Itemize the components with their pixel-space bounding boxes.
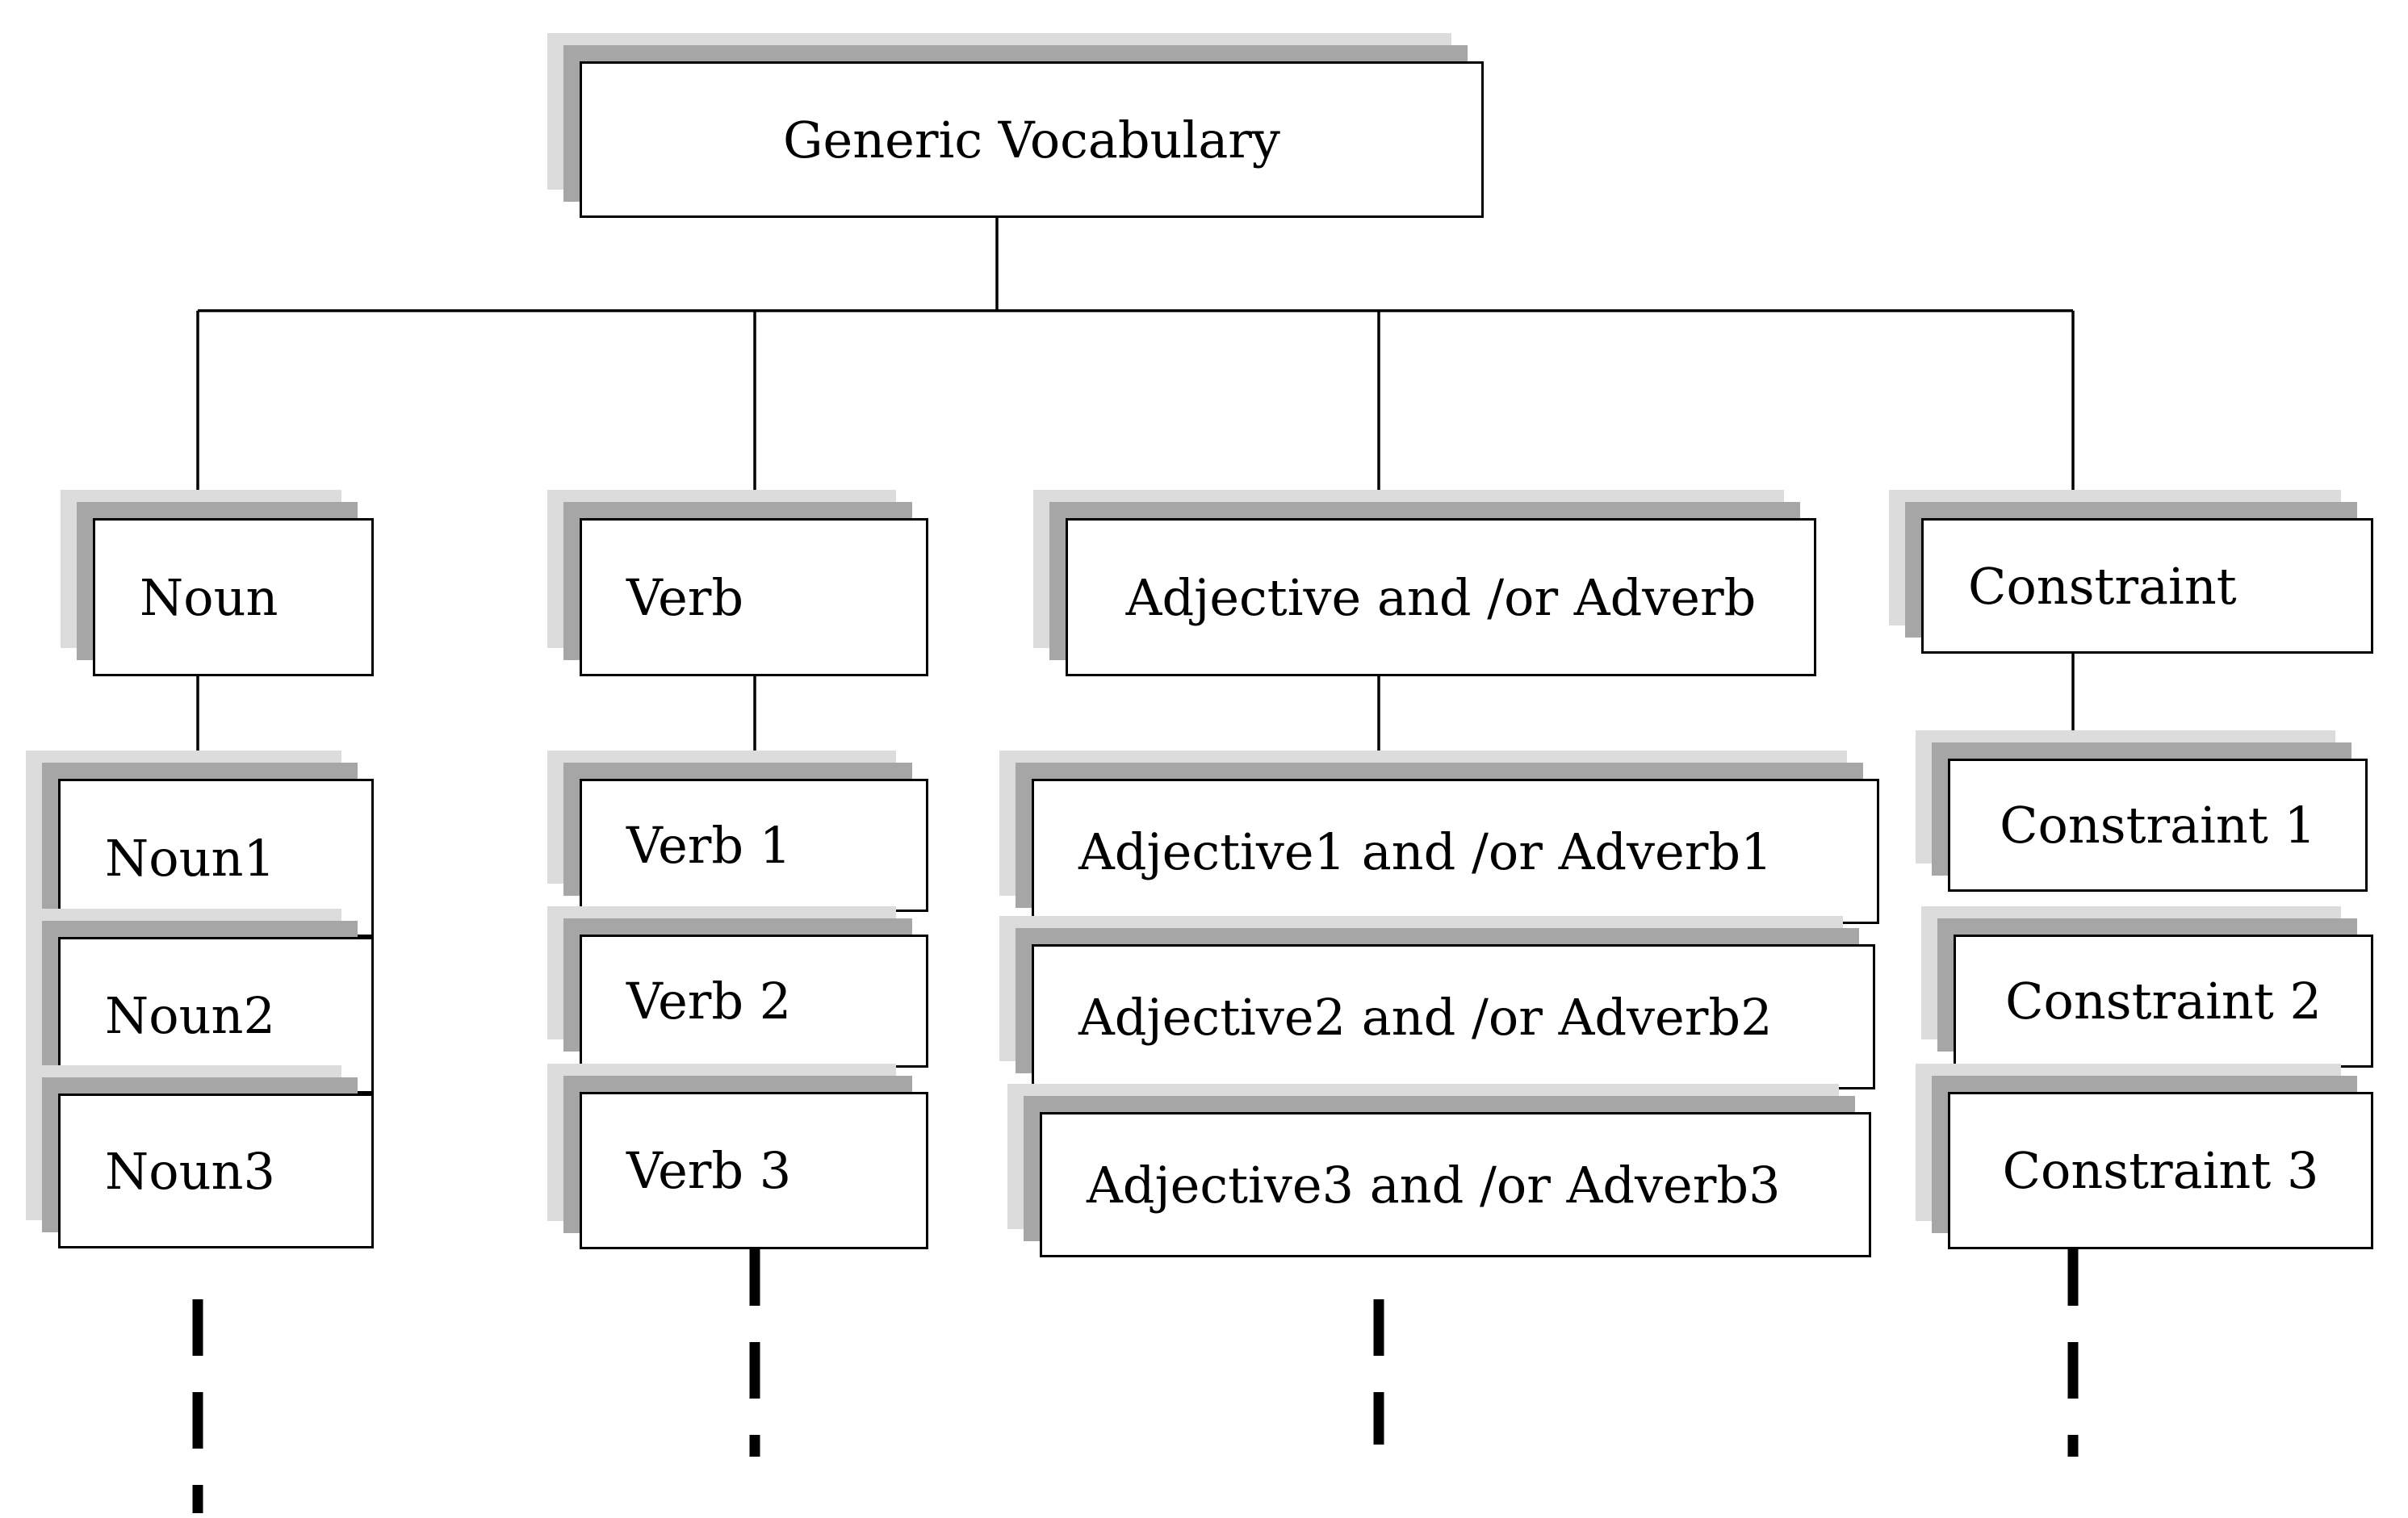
item-label: Constraint 1	[2000, 796, 2316, 855]
item-label: Noun1	[105, 828, 275, 888]
category-label: Noun	[140, 567, 278, 627]
noun-item-2: Noun2	[58, 937, 374, 1094]
constraint-item-2: Constraint 2	[1954, 935, 2373, 1068]
item-label: Constraint 3	[2002, 1141, 2319, 1200]
category-noun: Noun	[93, 518, 374, 676]
constraint-item-1: Constraint 1	[1948, 759, 2368, 892]
item-label: Constraint 2	[2005, 972, 2322, 1031]
verb-item-3: Verb 3	[580, 1092, 928, 1249]
adjective-item-3: Adjective3 and /or Adverb3	[1040, 1112, 1871, 1257]
category-adjective-adverb: Adjective and /or Adverb	[1066, 518, 1816, 676]
category-verb: Verb	[580, 518, 928, 676]
category-constraint: Constraint	[1921, 518, 2373, 654]
item-label: Adjective2 and /or Adverb2	[1078, 987, 1773, 1047]
noun-item-1: Noun1	[58, 779, 374, 937]
verb-item-2: Verb 2	[580, 935, 928, 1068]
item-label: Verb 1	[626, 816, 792, 875]
item-label: Adjective3 and /or Adverb3	[1087, 1155, 1781, 1215]
item-label: Noun2	[105, 985, 275, 1045]
constraint-item-3: Constraint 3	[1948, 1092, 2373, 1249]
item-label: Verb 2	[626, 972, 792, 1031]
adjective-item-2: Adjective2 and /or Adverb2	[1032, 944, 1875, 1089]
adjective-item-1: Adjective1 and /or Adverb1	[1032, 779, 1879, 924]
root-label: Generic Vocabulary	[783, 110, 1280, 169]
item-label: Verb 3	[626, 1141, 792, 1200]
item-label: Adjective1 and /or Adverb1	[1078, 822, 1773, 881]
category-label: Constraint	[1968, 556, 2237, 616]
category-label: Adjective and /or Adverb	[1125, 567, 1757, 627]
category-label: Verb	[626, 567, 744, 627]
noun-item-3: Noun3	[58, 1094, 374, 1248]
item-label: Noun3	[105, 1141, 275, 1201]
verb-item-1: Verb 1	[580, 779, 928, 912]
root-node: Generic Vocabulary	[580, 61, 1484, 218]
